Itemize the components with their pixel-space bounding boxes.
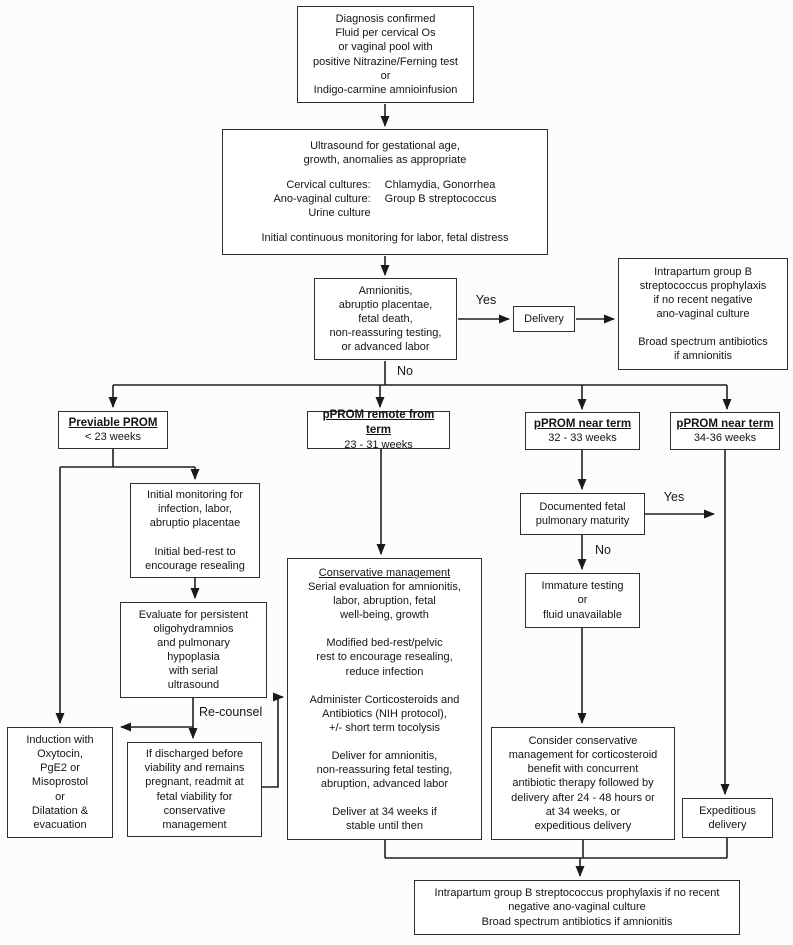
connector-previable-split [60,449,195,468]
evaluate-oligohydramnios-box: Evaluate for persistent oligohydramnios … [120,602,267,698]
initial-monitoring-text: Initial monitoring for infection, labor,… [145,489,245,572]
conservative-management-box: Conservative management Serial evaluatio… [287,558,482,840]
connector-discharged-conservative [262,692,284,788]
delivery-box: Delivery [513,306,575,332]
connector-bottom-bus [384,838,728,859]
culture-organism [385,206,497,220]
diagnosis-text: Diagnosis confirmed Fluid per cervical O… [313,13,458,96]
pprom-near34-header: pPROM near term 34-36 weeks [670,412,780,450]
recounsel-label: Re-counsel [199,705,263,719]
pprom-near32-weeks: 32 - 33 weeks [548,432,617,445]
expeditious-delivery-box: Expeditious delivery [682,798,773,838]
pprom-near34-weeks: 34-36 weeks [693,432,757,445]
intrapartum-prophylaxis-bottom-box: Intrapartum group B streptococcus prophy… [414,880,740,935]
conservative-management-title: Conservative management [318,567,451,579]
culture-site: Cervical cultures: [286,178,371,191]
cultures-list: Cervical cultures: Chlamydia, Gonorrhea A… [273,178,496,220]
pprom-near32-header: pPROM near term 32 - 33 weeks [525,412,640,450]
induction-box: Induction with Oxytocin, PgE2 or Misopro… [7,727,113,838]
ultrasound-text: Ultrasound for gestational age, growth, … [303,139,467,166]
consider-conservative-text: Consider conservative management for cor… [508,735,658,832]
yes-delivery-label: Yes [475,293,497,307]
discharged-readmit-text: If discharged before viability and remai… [144,748,245,831]
diagnosis-box: Diagnosis confirmed Fluid per cervical O… [297,6,474,103]
pprom-near34-title: pPROM near term [676,417,774,430]
delivery-text: Delivery [524,312,564,325]
intrapartum-prophylaxis-top-box: Intrapartum group B streptococcus prophy… [618,258,788,370]
discharged-readmit-box: If discharged before viability and remai… [127,742,262,837]
connector-lines [55,104,732,877]
culture-site: Urine culture [308,207,371,220]
intrapartum-top-text: Intrapartum group B streptococcus prophy… [638,265,768,363]
culture-organism: Chlamydia, Gonorrhea [384,178,496,191]
conservative-management-text: Serial evaluation for amnionitis, labor,… [308,581,461,833]
expeditious-delivery-text: Expeditious delivery [699,804,756,831]
previable-prom-header: Previable PROM < 23 weeks [58,411,168,449]
culture-organism: Group B streptococcus [384,193,497,205]
initial-monitoring-box: Initial monitoring for infection, labor,… [130,483,260,578]
pprom-near32-title: pPROM near term [533,417,632,430]
no-continue-label: No [397,364,413,378]
ultrasound-workup-box: Ultrasound for gestational age, growth, … [222,129,548,255]
pprom-remote-weeks: 23 - 31 weeks [344,438,413,451]
culture-site: Ano-vaginal culture: [273,193,371,205]
consider-conservative-box: Consider conservative management for cor… [491,727,675,840]
yes-maturity-label: Yes [663,490,685,504]
pprom-remote-header: pPROM remote from term 23 - 31 weeks [307,409,450,451]
monitoring-text: Initial continuous monitoring for labor,… [261,232,509,245]
pulmonary-maturity-text: Documented fetal pulmonary maturity [535,500,630,527]
pulmonary-maturity-decision-box: Documented fetal pulmonary maturity [520,493,645,535]
intrapartum-bottom-text: Intrapartum group B streptococcus prophy… [434,887,720,928]
evaluate-text: Evaluate for persistent oligohydramnios … [138,608,249,692]
no-maturity-label: No [595,543,611,557]
pprom-remote-title: pPROM remote from term [322,409,435,436]
previable-prom-title: Previable PROM [68,416,158,429]
previable-prom-weeks: < 23 weeks [85,431,141,444]
amnionitis-text: Amnionitis, abruptio placentae, fetal de… [329,284,442,354]
induction-text: Induction with Oxytocin, PgE2 or Misopro… [26,734,94,831]
amnionitis-decision-box: Amnionitis, abruptio placentae, fetal de… [314,278,457,360]
immature-testing-box: Immature testing or fluid unavailable [525,573,640,628]
immature-testing-text: Immature testing or fluid unavailable [541,580,624,621]
